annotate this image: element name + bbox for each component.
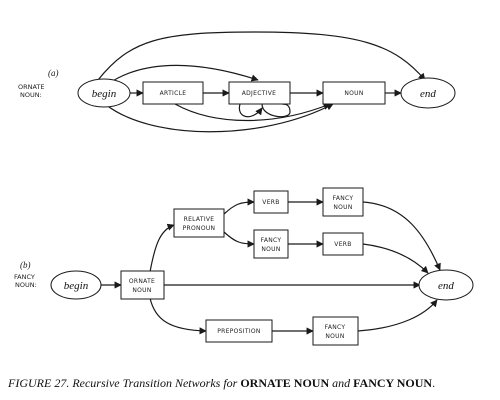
box-b-verb-top xyxy=(253,190,289,214)
caption-term-ornate-noun: ORNATE NOUN xyxy=(240,376,330,390)
box-a-noun xyxy=(322,81,386,105)
network-b-part-label: (b) xyxy=(20,260,31,270)
edge-b-ornate-to-preposition xyxy=(149,297,207,335)
state-a-end xyxy=(400,77,456,109)
edge-a-begin-to-adjective xyxy=(107,64,259,85)
state-b-begin-label: begin xyxy=(64,280,89,292)
edge-b-relpro-to-fancy-mid xyxy=(223,231,255,248)
box-b-relative-pronoun xyxy=(173,208,225,238)
box-b-ornate-noun-label-1: ORNATE xyxy=(129,278,155,285)
box-b-verb-mid-label: VERB xyxy=(334,241,351,248)
caption-prefix: FIGURE 27. Recursive Transition Networks… xyxy=(8,376,241,390)
box-b-ornate-noun-label-2: NOUN xyxy=(132,287,151,294)
network-a-name-line1: ORNATE xyxy=(18,83,45,91)
box-a-adjective xyxy=(228,81,291,105)
state-b-end-label: end xyxy=(438,280,454,292)
edge-a-article-to-noun-bottom xyxy=(174,103,331,122)
box-a-adjective-label: ADJECTIVE xyxy=(242,90,277,97)
edge-b-relpro-to-verb-top xyxy=(223,198,255,215)
caption-term-fancy-noun: FANCY NOUN xyxy=(353,376,433,390)
box-b-fancy-noun-mid-label-1: FANCY xyxy=(261,237,282,244)
box-b-fancy-noun-bottom-label-1: FANCY xyxy=(325,324,346,331)
caption-mid: and xyxy=(329,376,354,390)
box-b-verb-mid xyxy=(322,232,364,256)
edge-b-fancy-bot-to-end xyxy=(357,299,438,332)
box-b-fancy-noun-bottom-label-2: NOUN xyxy=(325,333,344,340)
edge-a-adjective-loop xyxy=(238,104,291,118)
state-a-begin xyxy=(77,78,131,108)
network-a-name-line2: NOUN: xyxy=(20,91,42,99)
edge-b-fancy-top-to-end xyxy=(362,201,441,271)
box-b-fancy-noun-mid-label-2: NOUN xyxy=(261,246,280,253)
box-b-verb-top-label: VERB xyxy=(262,199,279,206)
state-a-begin-label: begin xyxy=(92,88,117,100)
box-b-fancy-noun-top-label-2: NOUN xyxy=(333,204,352,211)
box-b-fancy-noun-top-label-1: FANCY xyxy=(333,195,354,202)
box-b-fancy-noun-bottom xyxy=(312,316,359,346)
box-b-fancy-noun-mid xyxy=(253,229,289,259)
edge-a-begin-to-noun-bottom xyxy=(104,103,334,133)
state-a-end-label: end xyxy=(420,88,436,100)
state-b-end xyxy=(418,269,474,301)
box-b-fancy-noun-top xyxy=(322,187,364,217)
network-b-name-line2: NOUN: xyxy=(15,281,37,289)
state-b-begin xyxy=(50,270,102,300)
box-a-noun-label: NOUN xyxy=(344,90,363,97)
box-b-preposition xyxy=(205,319,273,343)
network-a: (a) ORNATE NOUN: begin ARTICLE ADJECTIVE… xyxy=(18,31,456,133)
box-a-article xyxy=(142,81,204,105)
network-b: (b) FANCY NOUN: begin ORNATE NOUN RELATI… xyxy=(14,187,474,346)
box-b-ornate-noun xyxy=(120,270,165,300)
edge-b-ornate-to-relative-pronoun xyxy=(149,223,175,273)
caption-suffix: . xyxy=(432,376,436,390)
box-b-relative-pronoun-label-2: PRONOUN xyxy=(183,225,216,232)
box-a-article-label: ARTICLE xyxy=(160,90,187,97)
network-b-name-line1: FANCY xyxy=(14,273,35,281)
box-b-preposition-label: PREPOSITION xyxy=(217,328,260,335)
edge-b-verb-mid-to-end xyxy=(362,243,429,274)
figure-caption: FIGURE 27. Recursive Transition Networks… xyxy=(8,376,498,391)
network-a-part-label: (a) xyxy=(48,68,59,78)
box-b-relative-pronoun-label-1: RELATIVE xyxy=(184,216,215,223)
edge-a-begin-to-end-top xyxy=(97,31,426,81)
